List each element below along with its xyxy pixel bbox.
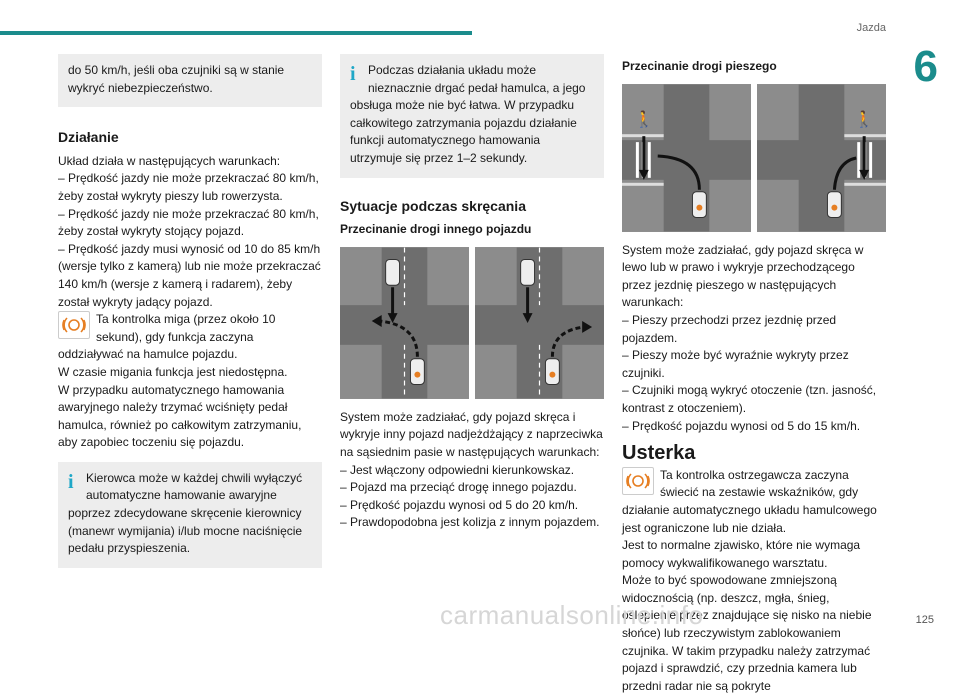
pedestrian-crossing-illustration: 🚶 🚶 [622, 83, 886, 232]
body-text: Jest to normalne zjawisko, które nie wym… [622, 538, 861, 570]
warning-block: Ta kontrolka ostrzegawcza zaczyna świeci… [622, 466, 886, 537]
column-3: Przecinanie drogi pieszego 🚶 [622, 54, 886, 695]
warning-block: Ta kontrolka miga (przez około 10 sekund… [58, 311, 322, 364]
info-text: Podczas działania układu może nieznaczni… [350, 63, 586, 165]
section-heading-usterka: Usterka [622, 442, 696, 465]
condition-item: – Prędkość jazdy musi wynosić od 10 do 8… [58, 241, 321, 309]
svg-text:🚶: 🚶 [854, 109, 874, 128]
body-text: W czasie migania funkcja jest niedostępn… [58, 364, 288, 379]
body-text: Może to być spowodowane zmniejszoną wido… [622, 573, 872, 693]
subheading-vehicle: Przecinanie drogi innego pojazdu [340, 222, 532, 237]
body-text: W przypadku automatycznego hamowania awa… [58, 382, 302, 450]
watermark: carmanualsonline.info [440, 600, 704, 630]
body-text: System może zadziałać, gdy pojazd skręca… [622, 242, 864, 310]
condition-item: – Prędkość pojazdu wynosi od 5 do 15 km/… [622, 418, 861, 433]
illustration-left-turn-pedestrian: 🚶 [622, 83, 751, 232]
subheading-pedestrian: Przecinanie drogi pieszego [622, 59, 777, 73]
note-text: do 50 km/h, jeśli oba czujniki są w stan… [68, 63, 285, 95]
condition-item: – Pojazd ma przeciąć drogę innego pojazd… [340, 480, 577, 495]
chapter-title: Jazda [856, 22, 886, 34]
condition-item: – Jest włączony odpowiedni kierunkowskaz… [340, 462, 575, 477]
section-heading-turning: Sytuacje podczas skręcania [340, 197, 526, 214]
info-box: i Kierowca może w każdej chwili wyłączyć… [58, 461, 322, 568]
condition-item: – Prędkość jazdy nie może przekraczać 80… [58, 206, 319, 239]
warning-text: Ta kontrolka ostrzegawcza zaczyna świeci… [622, 467, 877, 535]
info-icon: i [68, 470, 74, 493]
column-2: i Podczas działania układu może nieznacz… [340, 54, 604, 532]
svg-text:🚶: 🚶 [634, 109, 654, 128]
section-heading-dzialanie: Działanie [58, 129, 119, 146]
brake-warning-icon [622, 466, 654, 495]
chapter-number: 6 [913, 42, 938, 91]
illustration-right-turn-pedestrian: 🚶 [757, 83, 886, 232]
intro-text: Układ działa w następujących warunkach: [58, 153, 281, 168]
vehicle-crossing-illustration [340, 246, 604, 399]
condition-item: – Prędkość pojazdu wynosi od 5 do 20 km/… [340, 497, 579, 512]
illustration-right-turn [475, 246, 604, 399]
info-text: Kierowca może w każdej chwili wyłączyć a… [68, 470, 303, 556]
condition-item: – Pieszy przechodzi przez jezdnię przed … [622, 312, 837, 345]
info-icon: i [350, 63, 356, 85]
brake-warning-icon [58, 311, 90, 340]
column-1: do 50 km/h, jeśli oba czujniki są w stan… [58, 54, 322, 568]
warning-text: Ta kontrolka miga (przez około 10 sekund… [58, 312, 276, 362]
note-box: do 50 km/h, jeśli oba czujniki są w stan… [58, 54, 322, 108]
condition-item: – Prędkość jazdy nie może przekraczać 80… [58, 171, 319, 203]
illustration-left-turn [340, 246, 469, 399]
top-accent-bar [0, 31, 472, 35]
body-text: System może zadziałać, gdy pojazd skręca… [340, 409, 603, 459]
condition-item: – Prawdopodobna jest kolizja z innym poj… [340, 515, 600, 530]
info-box: i Podczas działania układu może nieznacz… [340, 54, 604, 178]
condition-item: – Czujniki mogą wykryć otoczenie (tzn. j… [622, 383, 877, 415]
condition-item: – Pieszy może być wyraźnie wykryty przez… [622, 348, 849, 380]
page-number: 125 [915, 614, 934, 626]
